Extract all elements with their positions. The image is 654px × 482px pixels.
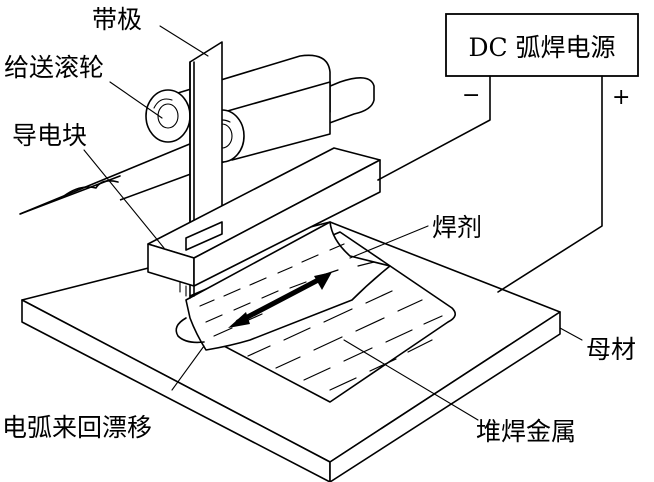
power-source-label: DC 弧焊电源 (468, 33, 615, 62)
positive-terminal-sign: + (612, 85, 630, 110)
power-source-box: DC 弧焊电源 − + (445, 13, 639, 110)
label-arc-oscillation: 电弧来回漂移 (2, 413, 152, 442)
label-contact-block: 导电块 (12, 121, 87, 150)
arc-oscillation-arrow (228, 272, 332, 328)
label-flux: 焊剂 (432, 213, 482, 242)
label-deposited-metal: 堆焊金属 (476, 417, 576, 446)
negative-terminal-sign: − (462, 83, 480, 108)
label-feed-rollers: 给送滚轮 (4, 53, 104, 82)
feed-rollers (145, 54, 331, 163)
contact-block (147, 147, 381, 297)
leader-lines (83, 25, 583, 421)
label-strip-electrode: 带极 (92, 5, 142, 34)
labels: 带极 给送滚轮 导电块 焊剂 母材 电弧来回漂移 堆焊金属 (2, 5, 636, 446)
cables (377, 75, 603, 293)
flux-pile (175, 221, 391, 351)
label-base-metal: 母材 (586, 335, 636, 364)
